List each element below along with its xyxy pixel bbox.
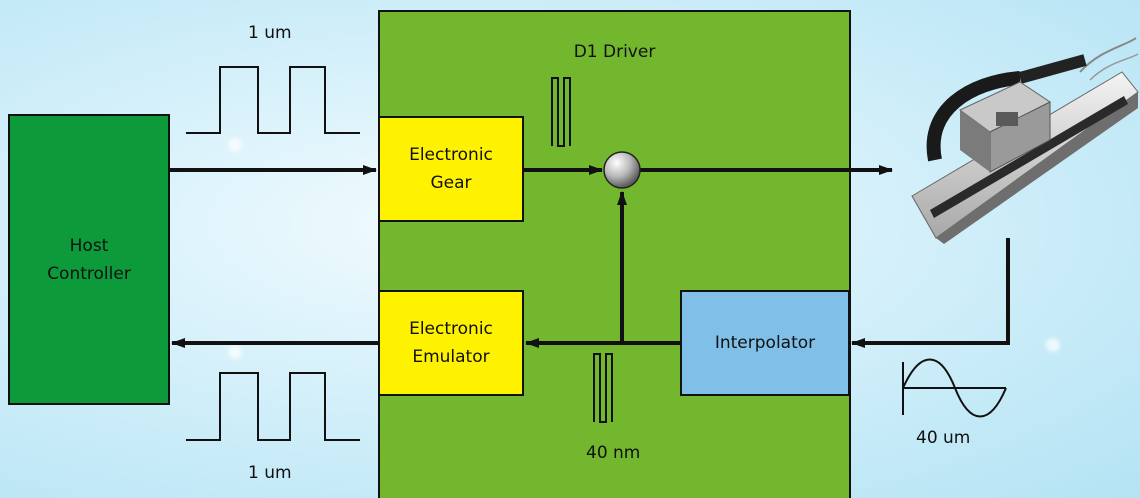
- interpolator-box: Interpolator: [680, 290, 850, 396]
- linear-stage-image: [911, 37, 1139, 244]
- fine-pulse-label: 40 nm: [586, 443, 641, 463]
- top-pulse-wave: [186, 66, 360, 134]
- summing-junction: [603, 151, 641, 189]
- encoder-feedback-arrow: [851, 238, 1010, 348]
- emulator-fine-pulse-icon: [593, 353, 613, 423]
- d1-driver-block: D1 Driver: [378, 10, 851, 498]
- electronic-gear-box: Electronic Gear: [378, 116, 524, 222]
- d1-driver-title: D1 Driver: [573, 42, 656, 62]
- gear-fine-pulse-icon: [551, 77, 571, 147]
- bottom-pulse-label: 1 um: [248, 463, 292, 483]
- host-controller-box: Host Controller: [8, 114, 170, 405]
- electronic-gear-label: Electronic Gear: [409, 145, 493, 193]
- top-pulse-label: 1 um: [248, 23, 292, 43]
- sine-label: 40 um: [916, 428, 971, 448]
- electronic-emulator-label: Electronic Emulator: [409, 319, 493, 367]
- interpolator-label: Interpolator: [714, 333, 816, 353]
- host-controller-label: Host Controller: [47, 235, 131, 284]
- electronic-emulator-box: Electronic Emulator: [378, 290, 524, 396]
- bottom-pulse-wave: [186, 372, 360, 441]
- sine-wave-icon: [902, 358, 1007, 418]
